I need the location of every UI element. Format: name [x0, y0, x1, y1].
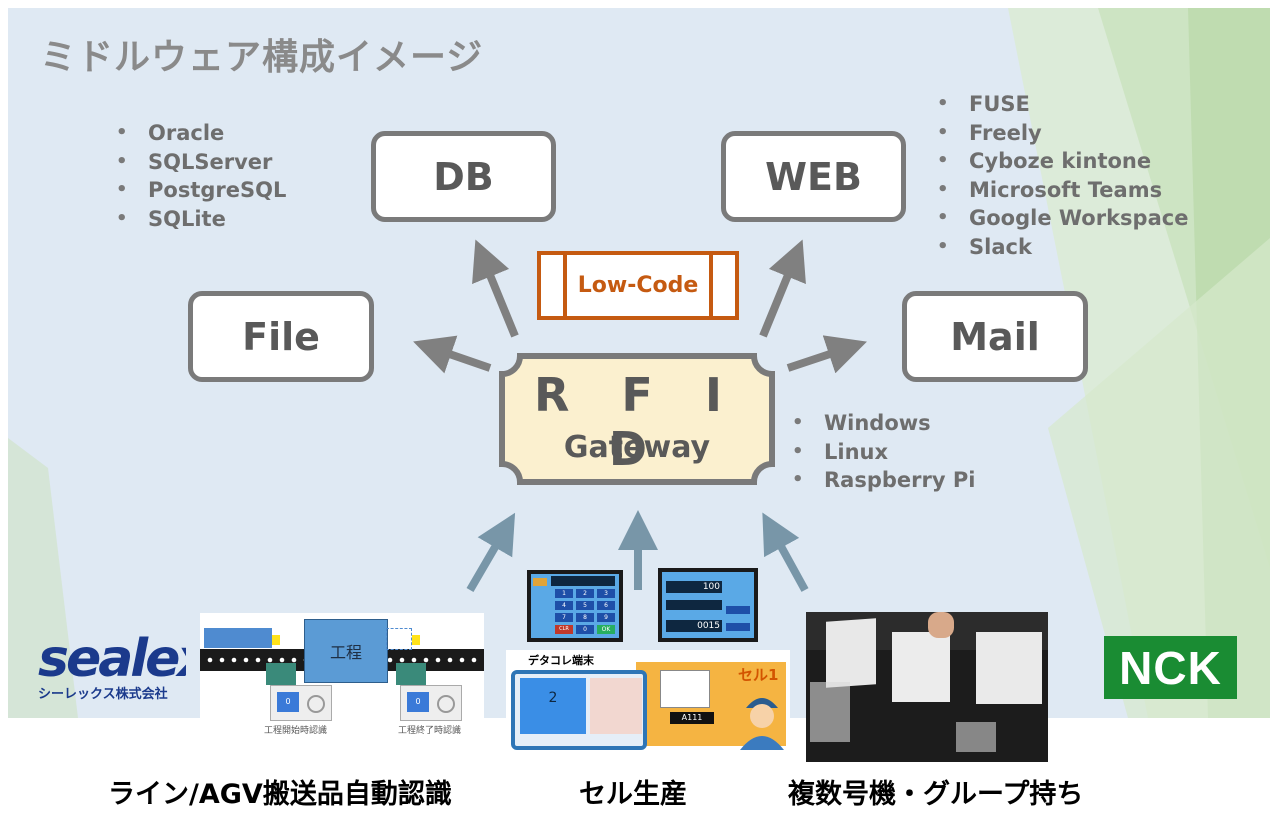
screen-value: 2 [548, 690, 558, 706]
nck-logo: NCK [1104, 636, 1237, 699]
keypad-key: 3 [597, 589, 615, 598]
keypad-terminal-image: 1 2 3 4 5 6 7 8 9 CLR 0 OK [527, 570, 623, 642]
counter-value: 100 [666, 581, 722, 593]
keypad-key: 7 [555, 613, 573, 622]
list-item: SQLServer [116, 148, 286, 177]
mail-box: Mail [902, 291, 1088, 382]
list-item: Cyboze kintone [937, 147, 1188, 176]
web-list: FUSE Freely Cyboze kintone Microsoft Tea… [937, 90, 1188, 262]
list-item: Slack [937, 233, 1188, 262]
arrow-to-mail [786, 335, 867, 374]
keypad-key: 8 [576, 613, 594, 622]
keypad-key: 5 [576, 601, 594, 610]
rfid-gateway-shape [499, 353, 775, 485]
keypad-key: 6 [597, 601, 615, 610]
caption-multi: 複数号機・グループ持ち [788, 779, 1084, 810]
rfid-subtitle: Gateway [563, 430, 711, 465]
keypad-key: OK [597, 625, 615, 634]
reader-device: 0 [400, 685, 462, 721]
sealex-logo: sealex シーレックス株式会社 [38, 629, 186, 702]
process-label: 工程 [329, 643, 362, 662]
list-item: Raspberry Pi [792, 466, 975, 495]
db-label: DB [433, 154, 494, 199]
reader-value: 0 [407, 692, 429, 712]
multi-unit-photo [806, 612, 1048, 762]
caption-line: ライン/AGV搬送品自動認識 [108, 779, 452, 810]
keypad-key: 1 [555, 589, 573, 598]
process-box: 工程 [304, 619, 388, 683]
list-item: Freely [937, 119, 1188, 148]
cell-production-image: デタコレ端末 2 A111 セル1 [506, 650, 790, 754]
db-list: Oracle SQLServer PostgreSQL SQLite [116, 119, 286, 233]
file-box: File [188, 291, 374, 382]
web-label: WEB [765, 154, 862, 199]
list-item: Linux [792, 438, 975, 467]
list-item: PostgreSQL [116, 176, 286, 205]
file-label: File [242, 314, 320, 359]
list-item: Google Workspace [937, 204, 1188, 233]
list-item: FUSE [937, 90, 1188, 119]
caption-cell: セル生産 [579, 779, 687, 810]
end-label: 工程終了時認識 [398, 726, 462, 736]
db-box: DB [371, 131, 556, 222]
cell-label: セル1 [738, 666, 779, 684]
arrow-from-multi [762, 512, 809, 592]
web-box: WEB [721, 131, 906, 222]
arrow-from-line [466, 512, 516, 593]
reader-device: 0 [270, 685, 332, 721]
keypad-key: 0 [576, 625, 594, 634]
arrow-to-file [413, 335, 492, 374]
keypad-key: 4 [555, 601, 573, 610]
mail-label: Mail [950, 314, 1040, 359]
start-label: 工程開始時認識 [264, 726, 328, 736]
lowcode-label: Low-Code [577, 273, 699, 298]
line-agv-image: 工程 0 0 工程開始時認識 工程終了時認識 [200, 613, 484, 740]
arrow-to-db [472, 239, 519, 338]
arrow-to-web [759, 239, 806, 338]
os-list: Windows Linux Raspberry Pi [792, 409, 975, 495]
list-item: Microsoft Teams [937, 176, 1188, 205]
keypad-key: 2 [576, 589, 594, 598]
sealex-main: sealex [38, 629, 186, 689]
terminal-label: デタコレ端末 [528, 654, 594, 667]
rfid-title: R F I D [534, 368, 740, 476]
worker-icon [740, 698, 784, 750]
list-item: Windows [792, 409, 975, 438]
counter-value: 0015 [666, 620, 722, 632]
slide-title: ミドルウェア構成イメージ [40, 37, 484, 78]
keypad-key: CLR [555, 625, 573, 634]
counter-terminal-image: 100 0015 [658, 568, 758, 642]
list-item: Oracle [116, 119, 286, 148]
sealex-sub: シーレックス株式会社 [38, 686, 168, 702]
list-item: SQLite [116, 205, 286, 234]
keypad-key: 9 [597, 613, 615, 622]
tag-id: A111 [670, 712, 714, 724]
reader-value: 0 [277, 692, 299, 712]
lowcode-box: Low-Code [537, 251, 739, 320]
